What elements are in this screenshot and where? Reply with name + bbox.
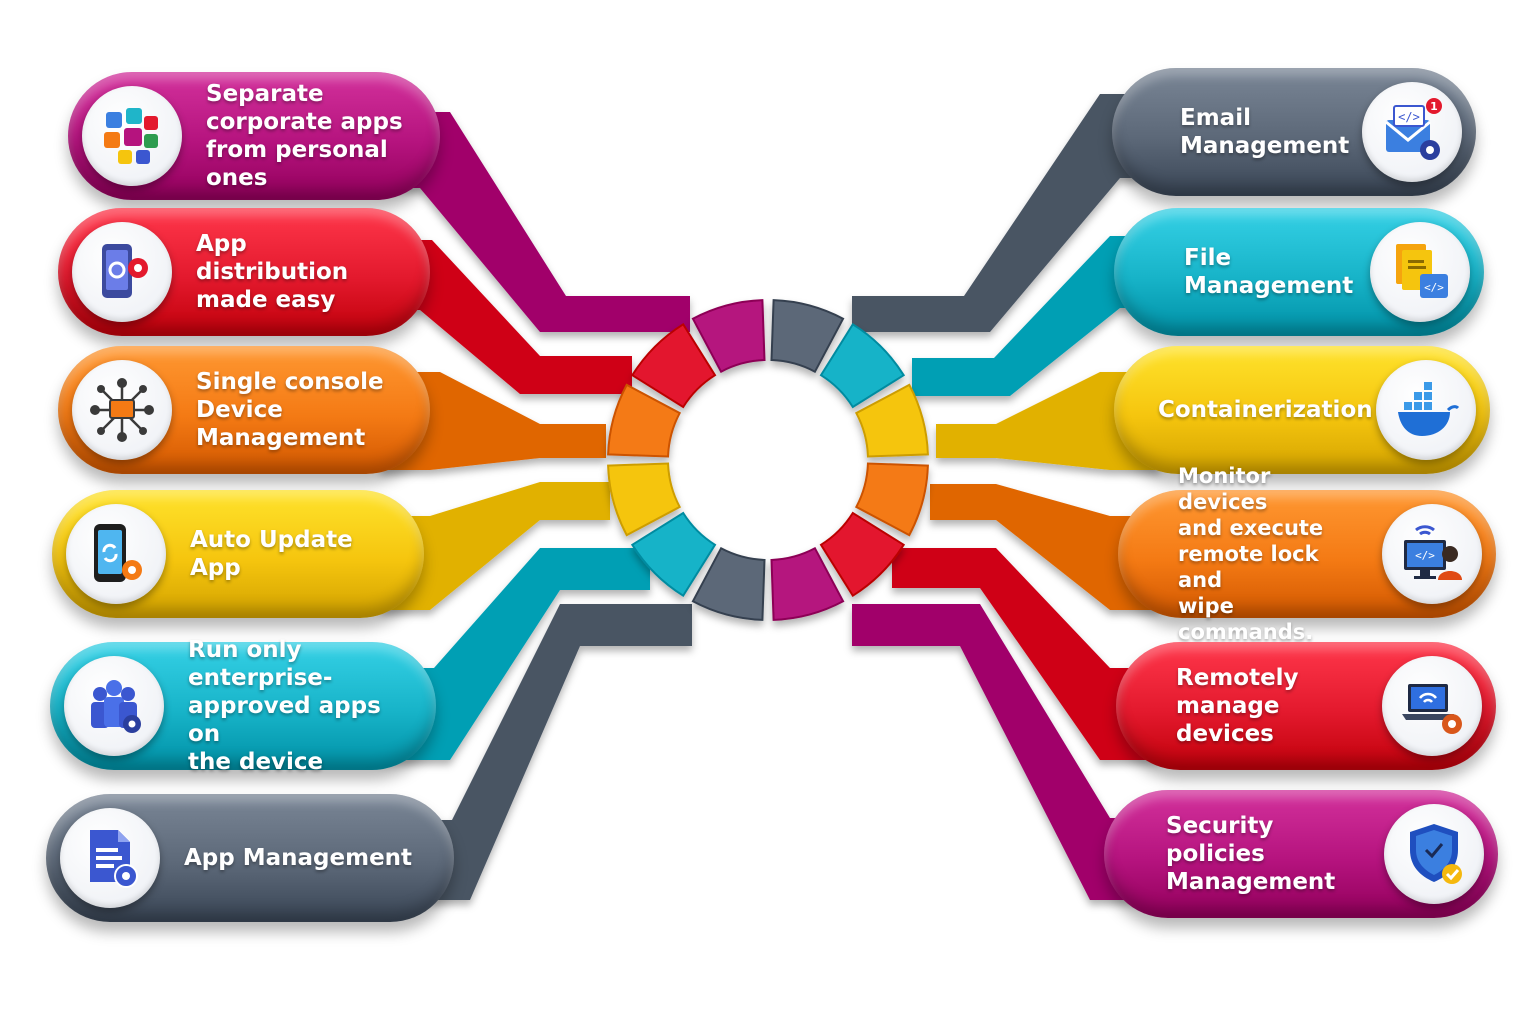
phone-gear-icon bbox=[72, 222, 172, 322]
item-single-console: Single console Device Management bbox=[58, 346, 430, 474]
item-email-management: </> 1 Email Management bbox=[1112, 68, 1476, 196]
ring-segment-5 bbox=[691, 546, 766, 621]
connector-right-4 bbox=[892, 548, 1160, 760]
connector-right-2 bbox=[936, 372, 1160, 470]
item-auto-update: Auto Update App bbox=[52, 490, 424, 618]
network-hub-icon bbox=[72, 360, 172, 460]
connector-left-2 bbox=[380, 372, 606, 470]
ring-segment-3 bbox=[607, 462, 682, 537]
connector-right-1 bbox=[912, 236, 1160, 396]
item-separate-apps: Separate corporate apps from personal on… bbox=[68, 72, 440, 200]
ring-segment-9 bbox=[854, 462, 929, 537]
connector-left-4 bbox=[380, 548, 650, 760]
ring-segment-8 bbox=[854, 383, 929, 458]
connector-left-0 bbox=[380, 112, 690, 332]
files-code-icon: </> bbox=[1370, 222, 1470, 322]
ring-segment-0 bbox=[691, 299, 766, 374]
phone-refresh-icon bbox=[66, 504, 166, 604]
team-gear-icon bbox=[64, 656, 164, 756]
monitor-user-icon: </> bbox=[1382, 504, 1482, 604]
item-label: Separate corporate apps from personal on… bbox=[206, 81, 403, 191]
svg-text:</>: </> bbox=[1415, 549, 1435, 562]
item-label: Email Management bbox=[1180, 105, 1350, 159]
item-monitor-devices: </> Monitor devices and execute remote l… bbox=[1118, 464, 1496, 644]
apps-cluster-icon bbox=[82, 86, 182, 186]
email-gear-icon: </> 1 bbox=[1362, 82, 1462, 182]
item-run-approved-apps: Run only enterprise- approved apps on th… bbox=[50, 637, 436, 775]
item-app-distribution: App distribution made easy bbox=[58, 208, 430, 336]
connector-left-1 bbox=[380, 240, 632, 394]
item-label: Security policies Management bbox=[1166, 813, 1336, 895]
shield-check-icon bbox=[1384, 804, 1484, 904]
connector-right-3 bbox=[930, 484, 1160, 610]
ring-segment-2 bbox=[607, 383, 682, 458]
item-containerization: Containerization bbox=[1114, 346, 1490, 474]
item-file-management: </> File Management bbox=[1114, 208, 1484, 336]
connector-left-3 bbox=[380, 482, 610, 610]
ring-segment-4 bbox=[630, 511, 717, 598]
document-gear-icon bbox=[60, 808, 160, 908]
item-label: Remotely manage devices bbox=[1176, 665, 1299, 747]
docker-whale-icon bbox=[1376, 360, 1476, 460]
svg-text:</>: </> bbox=[1424, 281, 1444, 294]
item-label: Single console Device Management bbox=[196, 369, 384, 451]
connector-right-0 bbox=[852, 94, 1160, 332]
item-label: Run only enterprise- approved apps on th… bbox=[188, 637, 381, 775]
laptop-wifi-gear-icon bbox=[1382, 656, 1482, 756]
ring-segment-11 bbox=[770, 546, 845, 621]
svg-text:</>: </> bbox=[1398, 110, 1420, 124]
item-label: Containerization bbox=[1158, 397, 1373, 423]
item-label: Auto Update App bbox=[190, 527, 353, 581]
ring-segment-7 bbox=[819, 322, 906, 409]
notification-badge: 1 bbox=[1430, 100, 1438, 113]
ring-segment-10 bbox=[819, 511, 906, 598]
item-security-policies: Security policies Management bbox=[1104, 790, 1498, 918]
connector-right-5 bbox=[852, 604, 1160, 900]
item-label: Monitor devices and execute remote lock … bbox=[1178, 464, 1324, 644]
item-remotely-manage: Remotely manage devices bbox=[1116, 642, 1496, 770]
ring-segment-6 bbox=[770, 299, 845, 374]
item-label: App Management bbox=[184, 845, 413, 871]
ring-segment-1 bbox=[630, 322, 717, 409]
item-label: File Management bbox=[1184, 245, 1354, 299]
connector-left-5 bbox=[400, 604, 692, 900]
item-app-management: App Management bbox=[46, 794, 454, 922]
item-label: App distribution made easy bbox=[196, 231, 349, 313]
